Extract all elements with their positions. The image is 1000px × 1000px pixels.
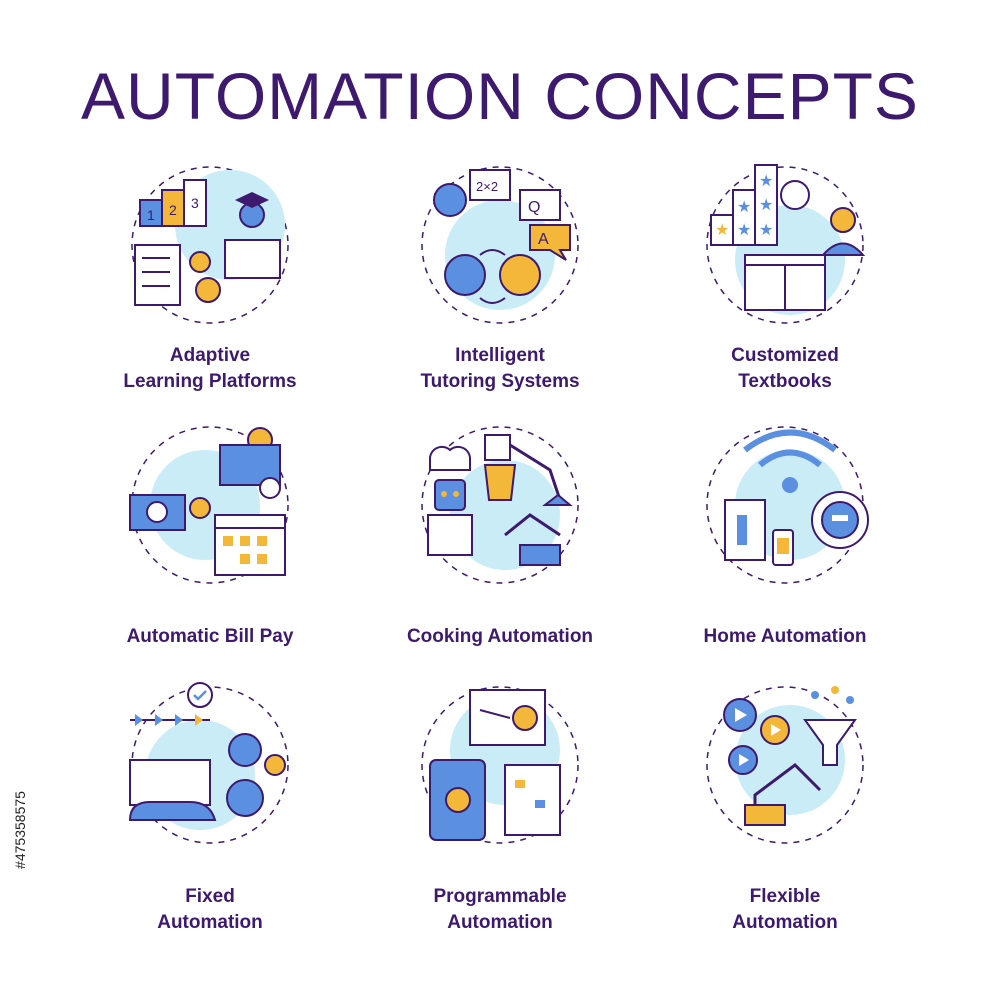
concept-customized-textbooks: ★ ★ ★ ★ ★ ★ Customized Textbooks	[645, 160, 925, 420]
concept-home-automation: Home Automation	[645, 420, 925, 680]
page-title: AUTOMATION CONCEPTS	[81, 59, 919, 133]
svg-text:★: ★	[759, 195, 773, 214]
svg-text:A: A	[538, 231, 549, 248]
bill-pay-icon	[129, 426, 289, 584]
fixed-automation-icon	[128, 682, 289, 844]
svg-text:3: 3	[191, 195, 199, 211]
svg-text:2: 2	[169, 202, 177, 218]
svg-text:★: ★	[759, 220, 773, 239]
concept-label: Automatic Bill Pay	[126, 626, 294, 647]
stock-id-text: #475358575	[12, 791, 28, 869]
svg-text:★: ★	[715, 220, 729, 239]
concept-label: Fixed Automation	[157, 886, 263, 933]
svg-text:★: ★	[737, 220, 751, 239]
concept-bill-pay: Automatic Bill Pay	[70, 420, 350, 680]
programmable-automation-icon	[421, 686, 579, 844]
concept-flexible-automation: Flexible Automation	[645, 680, 925, 940]
concept-cooking-automation: Cooking Automation	[360, 420, 640, 680]
flexible-automation-icon	[706, 686, 864, 844]
concept-label: Customized Textbooks	[731, 345, 839, 392]
cooking-automation-icon	[421, 426, 579, 584]
concept-programmable-automation: Programmable Automation	[360, 680, 640, 940]
adaptive-learning-icon: 1 2 3	[131, 166, 289, 324]
concept-tutoring-systems: 2×2 Q A Intelligent Tutoring Systems	[360, 160, 640, 420]
concept-label: Home Automation	[703, 626, 867, 647]
concept-label: Flexible Automation	[732, 886, 838, 933]
stock-id: #475358575	[10, 765, 30, 895]
customized-textbooks-icon: ★ ★ ★ ★ ★ ★	[706, 164, 866, 324]
concept-label: Programmable Automation	[433, 886, 567, 933]
svg-text:★: ★	[737, 197, 751, 216]
concept-label: Cooking Automation	[406, 626, 594, 647]
svg-text:Q: Q	[528, 199, 540, 216]
concept-adaptive-learning: 1 2 3 Adaptive Learning Platforms	[70, 160, 350, 420]
concept-fixed-automation: Fixed Automation	[70, 680, 350, 940]
svg-text:★: ★	[759, 171, 773, 190]
svg-text:2×2: 2×2	[476, 179, 498, 194]
concept-label: Adaptive Learning Platforms	[123, 345, 297, 392]
svg-text:1: 1	[147, 207, 155, 223]
home-automation-icon	[706, 426, 869, 584]
concept-label: Intelligent Tutoring Systems	[420, 345, 580, 392]
tutoring-systems-icon: 2×2 Q A	[421, 166, 579, 324]
